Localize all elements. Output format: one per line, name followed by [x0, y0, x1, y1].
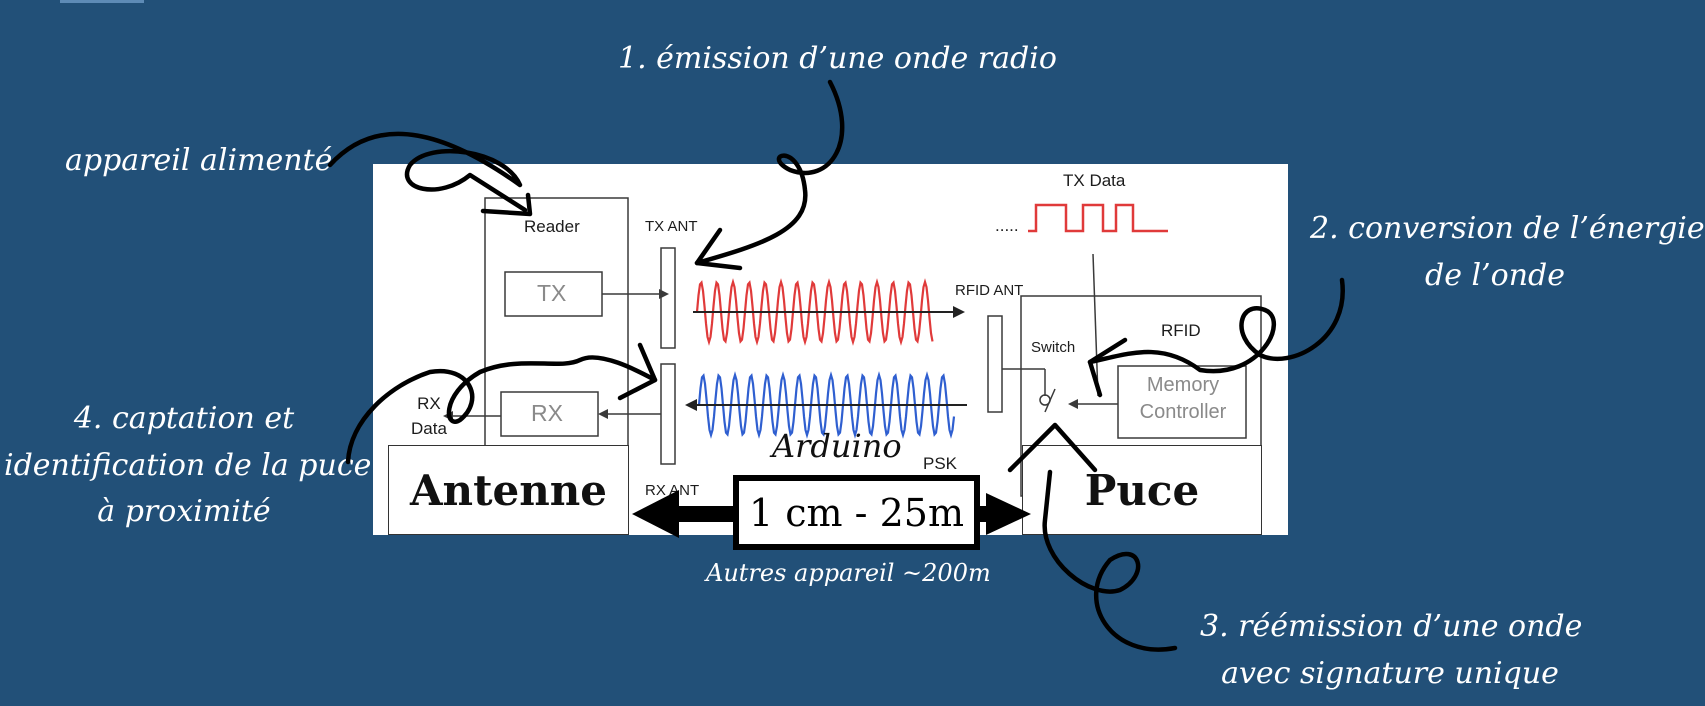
- arduino-caption: Arduino: [772, 427, 902, 465]
- chip-box: Puce: [1022, 445, 1262, 535]
- annotation-reemission-line1: 3. réémission d’une onde: [1200, 609, 1583, 644]
- top-accent-tab: [60, 0, 144, 3]
- controller-label: Controller: [1139, 401, 1227, 423]
- tx-radio-wave: [695, 278, 934, 346]
- annotation-capture-line2: identification de la puce: [4, 447, 372, 483]
- tx-data-signal: [1028, 203, 1168, 233]
- rfid-antenna: [987, 315, 1003, 413]
- annotation-conversion-line1: 2. conversion de l’énergie: [1310, 211, 1705, 246]
- tx-data-dots: .....: [995, 216, 1019, 235]
- rx-antenna: [660, 363, 676, 465]
- annotation-conversion: 2. conversion de l’énergie de l’onde: [1310, 206, 1705, 299]
- range-label: 1 cm - 25m: [749, 490, 964, 535]
- memory-controller-label: Memory Controller: [1128, 372, 1238, 426]
- annotation-reemission-line2: avec signature unique: [1221, 655, 1559, 691]
- rx-data-line2: Data: [411, 418, 447, 438]
- antenna-label: Antenne: [409, 465, 608, 515]
- annotation-device: appareil alimenté: [65, 143, 333, 178]
- rx-antenna-label: RX ANT: [645, 482, 700, 499]
- tx-label: TX: [537, 280, 567, 306]
- rx-label: RX: [531, 400, 563, 426]
- memory-label: Memory: [1146, 374, 1220, 396]
- annotation-capture-line3: à proximité: [97, 494, 271, 529]
- psk-label: PSK: [923, 454, 958, 473]
- annotation-conversion-line2: de l’onde: [1425, 257, 1565, 293]
- reader-label: Reader: [524, 217, 580, 236]
- annotation-capture-line1: 4. captation et: [73, 401, 295, 436]
- annotation-emission: 1. émission d’une onde radio: [618, 41, 1057, 76]
- rfid-antenna-label: RFID ANT: [955, 282, 1024, 299]
- range-box: 1 cm - 25m: [733, 475, 980, 550]
- tx-antenna-label: TX ANT: [645, 218, 698, 235]
- rfid-schematic: [443, 197, 1262, 499]
- annotation-reemission: 3. réémission d’une onde avec signature …: [1200, 604, 1583, 697]
- annotation-capture: 4. captation et identification de la puc…: [4, 396, 372, 536]
- other-devices-caption: Autres appareil ~200m: [706, 559, 991, 587]
- tx-data-label: TX Data: [1063, 171, 1126, 190]
- switch-label: Switch: [1031, 339, 1076, 356]
- tx-antenna: [660, 247, 676, 349]
- rfid-label: RFID: [1161, 321, 1201, 340]
- rx-radio-wave: [697, 371, 956, 439]
- rx-data-line1: RX: [417, 394, 441, 413]
- chip-label: Puce: [1084, 465, 1200, 515]
- rx-data-label: RX Data: [411, 392, 447, 441]
- antenna-box: Antenne: [388, 445, 629, 535]
